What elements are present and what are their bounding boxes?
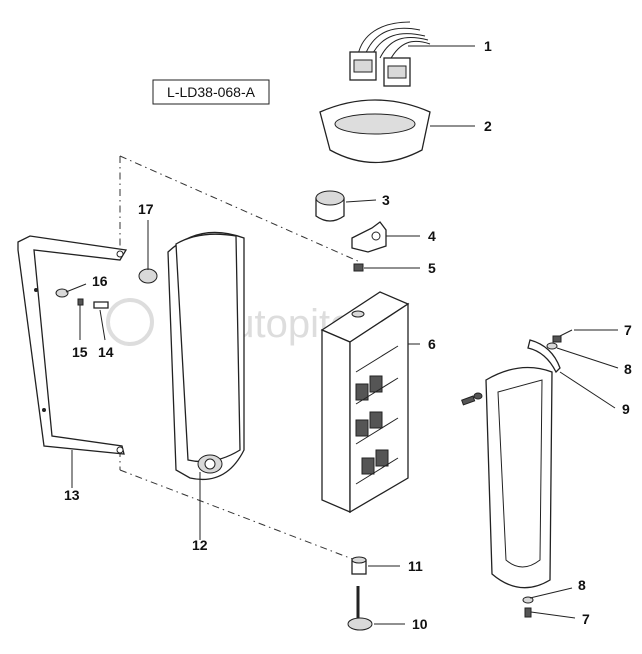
callout-3: 3 — [382, 192, 390, 208]
parts-14-16-hardware — [55, 288, 109, 309]
part-2-ring-bezel — [319, 99, 431, 164]
callout-15: 15 — [72, 344, 88, 360]
part-12-left-cover-shell — [167, 231, 245, 481]
callout-17: 17 — [138, 201, 154, 217]
part-11-spacer — [351, 556, 367, 575]
part-17-grommet — [138, 268, 158, 284]
callout-16: 16 — [92, 273, 108, 289]
part-9-right-cover-shell — [461, 339, 561, 589]
part-13-mounting-bracket — [17, 235, 128, 455]
callout-8-lower: 8 — [578, 577, 586, 593]
reference-box: L-LD38-068-A — [152, 79, 270, 105]
callout-7-lower: 7 — [582, 611, 590, 627]
callout-10: 10 — [412, 616, 428, 632]
part-4-bracket — [351, 221, 387, 253]
callout-1: 1 — [484, 38, 492, 54]
callout-4: 4 — [428, 228, 436, 244]
callout-5: 5 — [428, 260, 436, 276]
callout-14: 14 — [98, 344, 114, 360]
reference-code: L-LD38-068-A — [167, 84, 256, 100]
callout-13: 13 — [64, 487, 80, 503]
callout-9: 9 — [622, 401, 630, 417]
part-10-adjuster-foot — [347, 586, 373, 631]
part-5-nut — [353, 263, 364, 272]
callout-7: 7 — [624, 322, 632, 338]
part-7-8-lower-screw-washer — [522, 596, 534, 618]
leader-lines — [65, 45, 619, 625]
part-6-control-module — [320, 291, 410, 514]
callout-6: 6 — [428, 336, 436, 352]
callout-12: 12 — [192, 537, 208, 553]
part-3-knob — [315, 190, 345, 222]
callout-2: 2 — [484, 118, 492, 134]
callout-8: 8 — [624, 361, 632, 377]
callout-labels: 1 2 3 4 5 6 7 8 9 10 11 12 13 14 15 16 1… — [64, 38, 632, 632]
callout-11: 11 — [408, 558, 423, 574]
part-7-8-upper-screw-washer — [546, 329, 573, 350]
part-1-wiring-harness — [349, 21, 431, 87]
